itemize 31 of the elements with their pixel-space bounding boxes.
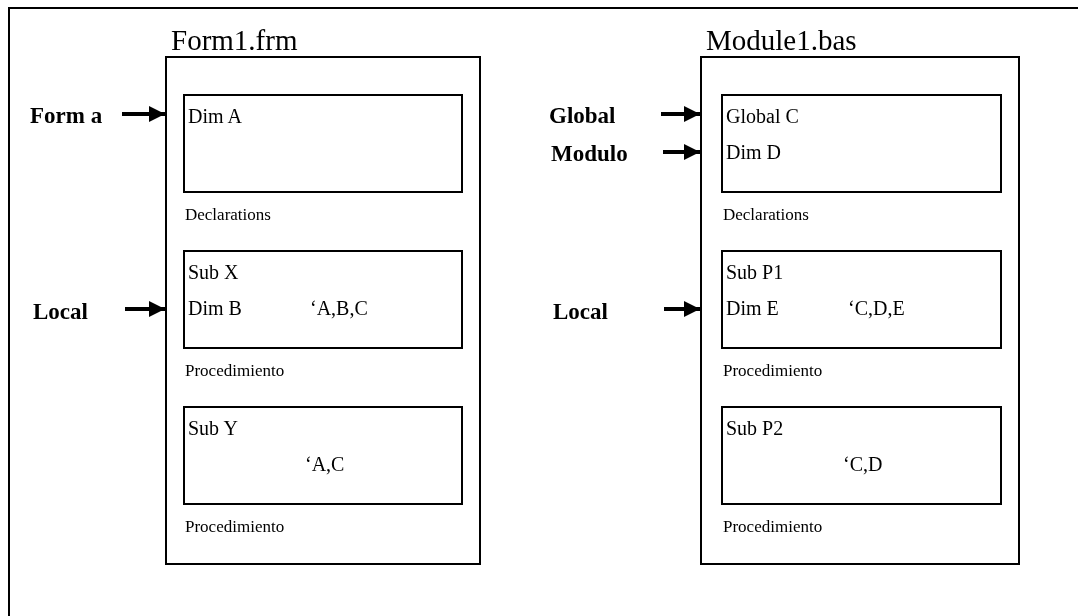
arrow (122, 106, 165, 122)
section-caption: Declarations (185, 205, 271, 225)
section-caption: Procedimiento (185, 517, 285, 537)
section-caption: Procedimiento (723, 361, 823, 381)
arrow (661, 106, 700, 122)
code-line: Sub P2 (726, 416, 784, 440)
code-line: ‘C,D,E (848, 296, 905, 320)
code-line: Dim D (726, 140, 781, 164)
code-line: Sub Y (188, 416, 238, 440)
section-caption: Procedimiento (185, 361, 285, 381)
file-name: Module1.bas (706, 24, 857, 56)
scope-label: Form a (30, 102, 104, 130)
section-caption: Declarations (723, 205, 809, 225)
code-line: ‘A,C (305, 452, 345, 476)
code-line: Dim E (726, 296, 779, 320)
section-caption: Procedimiento (723, 517, 823, 537)
arrow (663, 144, 700, 160)
code-line: Sub P1 (726, 260, 784, 284)
code-line: ‘A,B,C (310, 296, 368, 320)
code-line: Sub X (188, 260, 239, 284)
arrow (664, 301, 700, 317)
code-line: Global C (726, 104, 799, 128)
scope-label: Modulo (551, 140, 629, 168)
scope-label: Local (553, 298, 609, 326)
code-line: ‘C,D (843, 452, 883, 476)
code-line: Dim B (188, 296, 242, 320)
scope-label: Local (33, 298, 89, 326)
code-line: Dim A (188, 104, 242, 128)
scope-label: Global (549, 102, 617, 130)
arrow (125, 301, 165, 317)
file-name: Form1.frm (171, 24, 298, 56)
